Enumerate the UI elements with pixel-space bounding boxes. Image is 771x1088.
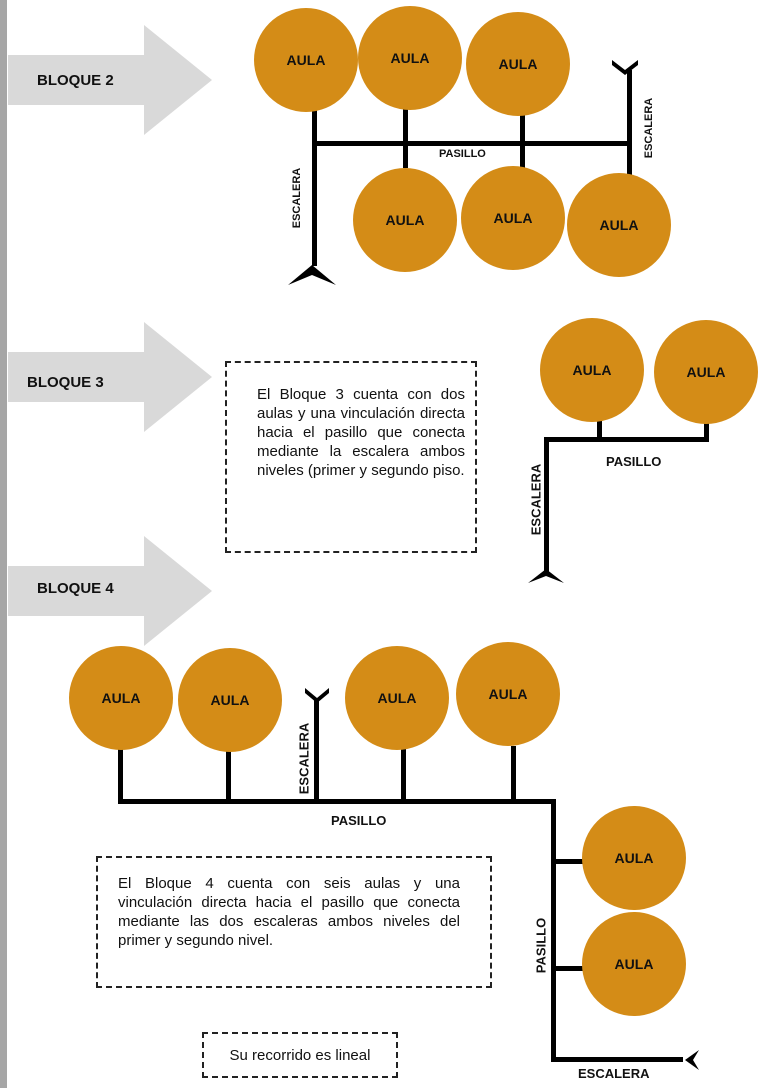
bloque-3-connector	[597, 418, 602, 440]
bloque-4-connector	[401, 746, 406, 804]
aula-label: AULA	[377, 690, 417, 706]
bloque-2-label: BLOQUE 2	[37, 72, 114, 89]
bloque-3-stair-line	[544, 437, 549, 572]
bloque-2-aula: AULA	[461, 166, 565, 270]
bloque-4-arrow	[8, 536, 212, 646]
bloque-4-aula: AULA	[69, 646, 173, 750]
bloque-4-aula: AULA	[178, 648, 282, 752]
bloque-4-vertical-pasillo-label: PASILLO	[533, 917, 549, 974]
bloque-2-left-stair-line	[312, 96, 317, 266]
aula-label: AULA	[614, 956, 654, 972]
bloque-4-escalera-line	[551, 1057, 683, 1062]
bloque-4-pasillo-label: PASILLO	[331, 813, 387, 828]
aula-label: AULA	[614, 850, 654, 866]
bloque-4-escalera-bottom-label: ESCALERA	[578, 1066, 650, 1081]
bloque-2-connector	[403, 100, 408, 168]
bloque-2-arrow	[8, 25, 212, 135]
bloque-3-aula: AULA	[540, 318, 644, 422]
aula-label: AULA	[686, 364, 726, 380]
bloque-4-description-text: El Bloque 4 cuenta con seis aulas y una …	[118, 875, 460, 949]
aula-label: AULA	[488, 686, 528, 702]
bloque-3-description-text: El Bloque 3 cuenta con dos aulas y una v…	[257, 386, 465, 479]
aula-label: AULA	[210, 692, 250, 708]
aula-label: AULA	[493, 210, 533, 226]
bloque-3-pasillo-label: PASILLO	[606, 454, 662, 469]
bloque-4-aula: AULA	[456, 642, 560, 746]
bloque-4-escalera-label: ESCALERA	[296, 722, 312, 795]
bloque-3-arrow	[8, 322, 212, 432]
aula-label: AULA	[286, 52, 326, 68]
aula-label: AULA	[498, 56, 538, 72]
aula-label: AULA	[599, 217, 639, 233]
bloque-3-description: El Bloque 3 cuenta con dos aulas y una v…	[225, 361, 477, 553]
bloque-4-label: BLOQUE 4	[37, 580, 114, 597]
bloque-2-aula: AULA	[358, 6, 462, 110]
bloque-4-aula: AULA	[582, 806, 686, 910]
bloque-4-connector	[551, 966, 583, 971]
bloque-2-aula: AULA	[254, 8, 358, 112]
bloque-2-aula: AULA	[567, 173, 671, 277]
bloque-4-vertical-pasillo-line	[551, 799, 556, 1061]
route-note-text: Su recorrido es lineal	[229, 1046, 371, 1064]
bloque-2-connector	[520, 110, 525, 168]
bloque-2-aula: AULA	[353, 168, 457, 272]
stair-chevron-up-icon	[528, 569, 564, 583]
bloque-4-aula: AULA	[345, 646, 449, 750]
bloque-3-pasillo-line	[544, 437, 709, 442]
bloque-2-pasillo-line	[312, 141, 630, 146]
bloque-4-connector	[511, 746, 516, 804]
bloque-3-label: BLOQUE 3	[27, 374, 104, 391]
left-edge-bar	[0, 0, 7, 1088]
bloque-4-stair-line	[314, 700, 319, 804]
bloque-2-pasillo-label: PASILLO	[439, 148, 486, 160]
bloque-2-right-stair-line	[627, 70, 632, 178]
stair-chevron-down-icon	[612, 60, 638, 75]
bloque-3-aula: AULA	[654, 320, 758, 424]
bloque-4-aula: AULA	[582, 912, 686, 1016]
aula-label: AULA	[101, 690, 141, 706]
bloque-2-aula: AULA	[466, 12, 570, 116]
aula-label: AULA	[385, 212, 425, 228]
stair-chevron-down-icon	[305, 688, 329, 703]
bloque-2-escalera-left-label: ESCALERA	[291, 167, 303, 229]
bloque-4-connector	[118, 746, 123, 804]
bloque-2-escalera-right-label: ESCALERA	[643, 97, 655, 159]
bloque-4-connector	[226, 746, 231, 804]
bloque-4-pasillo-line	[118, 799, 556, 804]
bloque-4-connector	[551, 859, 583, 864]
aula-label: AULA	[390, 50, 430, 66]
route-note: Su recorrido es lineal	[202, 1032, 398, 1078]
stair-chevron-left-icon	[685, 1050, 699, 1070]
bloque-4-description: El Bloque 4 cuenta con seis aulas y una …	[96, 856, 492, 988]
stair-chevron-up-icon	[288, 265, 336, 285]
bloque-3-connector	[704, 418, 709, 442]
bloque-3-escalera-label: ESCALERA	[528, 463, 544, 536]
aula-label: AULA	[572, 362, 612, 378]
